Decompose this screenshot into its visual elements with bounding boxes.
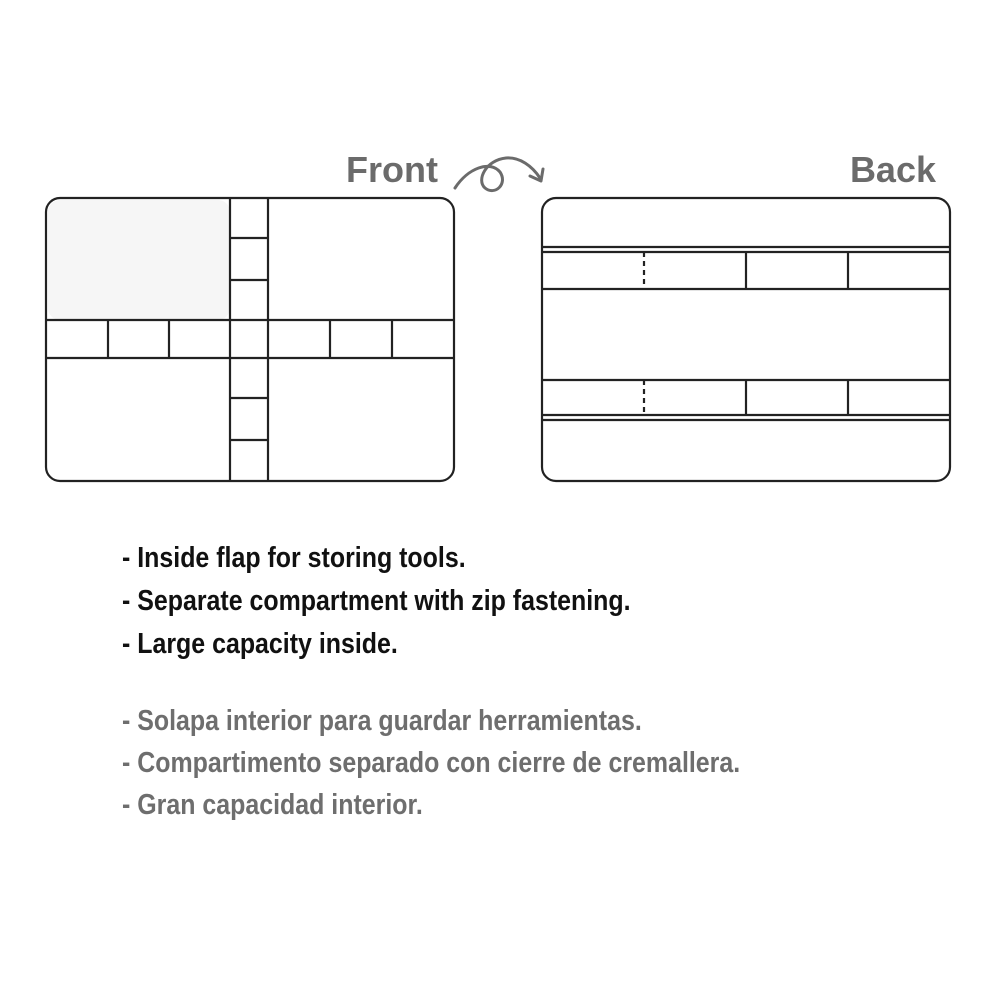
- curved-loop-arrow-icon: [453, 156, 545, 193]
- back-label: Back: [850, 149, 937, 190]
- front-panel: [44, 196, 456, 483]
- feature-item-en: - Large capacity inside.: [122, 628, 398, 660]
- feature-item-es: - Solapa interior para guardar herramien…: [122, 705, 642, 737]
- feature-list-english: - Inside flap for storing tools. - Separ…: [122, 537, 631, 666]
- front-label: Front: [346, 149, 438, 190]
- feature-item-en: - Inside flap for storing tools.: [122, 542, 466, 574]
- feature-item-es: - Gran capacidad interior.: [122, 789, 423, 821]
- back-panel: [540, 196, 952, 483]
- feature-list-spanish: - Solapa interior para guardar herramien…: [122, 700, 740, 826]
- feature-item-es: - Compartimento separado con cierre de c…: [122, 747, 741, 779]
- feature-item-en: - Separate compartment with zip fastenin…: [122, 585, 631, 617]
